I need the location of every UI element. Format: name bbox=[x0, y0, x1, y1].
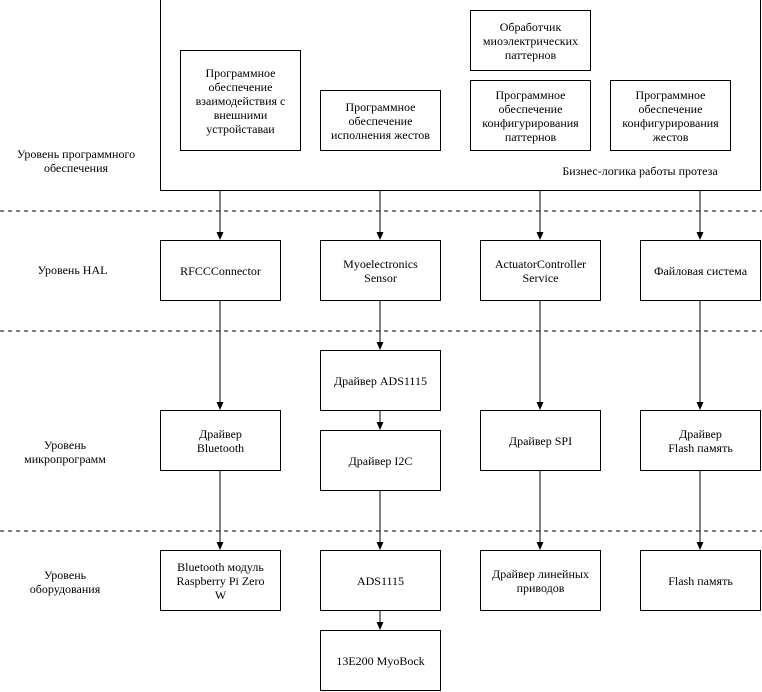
external-devices-software-box: Программное обеспечение взаимодействия с… bbox=[180, 50, 301, 151]
bluetooth-driver-box: Драйвер Bluetooth bbox=[160, 410, 281, 471]
file-system-box: Файловая система bbox=[640, 240, 761, 301]
i2c-driver-box: Драйвер I2C bbox=[320, 430, 441, 491]
rfcc-connector-box: RFCCConnector bbox=[160, 240, 281, 301]
level-label-hal: Уровень HAL bbox=[37, 263, 108, 277]
pattern-config-software-box: Программное обеспечение конфигурирования… bbox=[470, 80, 591, 151]
bluetooth-module-box: Bluetooth модуль Raspberry Pi Zero W bbox=[160, 550, 281, 611]
gesture-config-software-box: Программное обеспечение конфигурирования… bbox=[610, 80, 731, 151]
business-logic-caption: Бизнес-логика работы протеза bbox=[562, 164, 718, 178]
linear-drive-driver-box: Драйвер линейных приводов bbox=[480, 550, 601, 611]
level-label-hardware: Уровень оборудования bbox=[29, 568, 101, 596]
spi-driver-box: Драйвер SPI bbox=[480, 410, 601, 471]
ads1115-driver-box: Драйвер ADS1115 bbox=[320, 350, 441, 411]
ads1115-box: ADS1115 bbox=[320, 550, 441, 611]
level-label-firmware: Уровень микропрограмм bbox=[24, 438, 106, 466]
gesture-execution-software-box: Программное обеспечение исполнения жесто… bbox=[320, 90, 441, 151]
myo-sensor-box: Myoelectronics Sensor bbox=[320, 240, 441, 301]
actuator-controller-service-box: ActuatorController Service bbox=[480, 240, 601, 301]
myo-pattern-handler-box: Обработчик миоэлектрических паттернов bbox=[470, 10, 591, 71]
flash-memory-box: Flash память bbox=[640, 550, 761, 611]
level-label-software: Уровень программного обеспечения bbox=[16, 147, 136, 175]
flash-driver-box: Драйвер Flash память bbox=[640, 410, 761, 471]
myobock-box: 13E200 MyoBock bbox=[320, 630, 441, 691]
